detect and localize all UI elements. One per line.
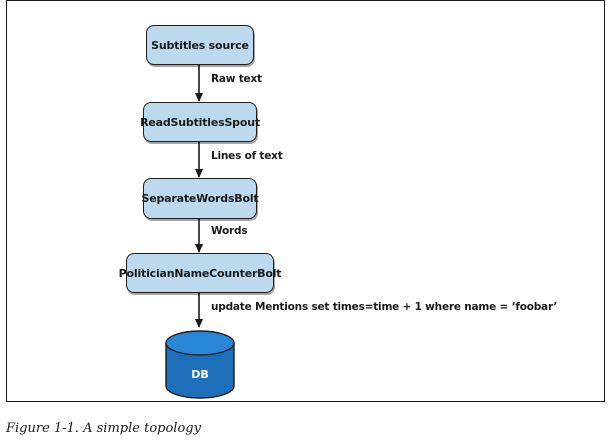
edge-label-lines-of-text: Lines of text [211,150,283,162]
node-separate-words-bolt: SeparateWordsBolt [141,178,259,219]
figure-caption: Figure 1-1. A simple topology [6,421,201,436]
node-label: ReadSubtitlesSpout [140,115,260,129]
node-label: Subtitles source [151,38,249,52]
node-politician-name-counter-bolt: PoliticianNameCounterBolt [119,253,282,293]
node-label: SeparateWordsBolt [141,192,259,205]
diagram-frame [6,0,605,402]
edge-label-words: Words [211,225,248,237]
edge-label-update-query: update Mentions set times=time + 1 where… [211,301,558,313]
node-subtitles-source: Subtitles source [146,25,254,65]
edge-label-raw-text: Raw text [211,73,262,85]
node-label: PoliticianNameCounterBolt [118,266,282,280]
node-read-subtitles-spout: ReadSubtitlesSpout [140,102,260,142]
db-label: DB [191,368,209,381]
